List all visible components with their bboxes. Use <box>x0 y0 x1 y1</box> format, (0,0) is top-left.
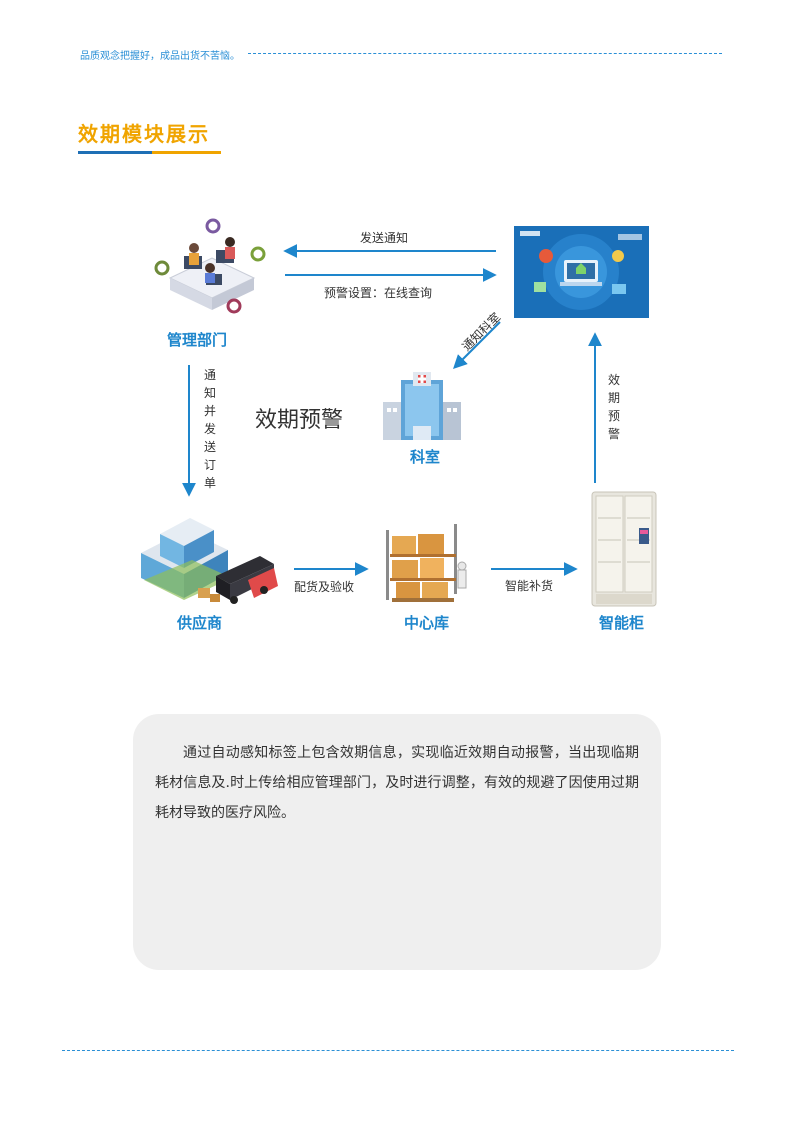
node-label-department: 科室 <box>410 448 441 466</box>
footer-divider <box>62 1050 734 1051</box>
header-divider <box>248 53 722 54</box>
center-label-expiry-warning: 效期预警 <box>255 408 344 433</box>
arrow-notify-department <box>453 321 501 369</box>
title-underline-orange <box>152 151 221 154</box>
node-label-supplier: 供应商 <box>177 614 223 632</box>
edge-label-expiry-warning: 效期预警 <box>607 373 620 441</box>
edge-label-notify-and-order: 通知并发送订单 <box>203 368 216 490</box>
smart-cabinet-illustration <box>591 491 657 607</box>
section-title: 效期模块展示 <box>78 122 210 146</box>
description-text: 通过自动感知标签上包含效期信息，实现临近效期自动报警，当出现临期耗材信息及.时上… <box>155 745 639 821</box>
node-label-management: 管理部门 <box>167 331 228 349</box>
edge-label-smart-restock: 智能补货 <box>505 579 554 593</box>
department-building-illustration <box>383 372 461 440</box>
edge-label-warning-setup: 预警设置：在线查询 <box>324 286 433 300</box>
description-box <box>133 714 661 970</box>
edge-label-distribution: 配货及验收 <box>294 580 355 594</box>
management-office-illustration <box>154 218 266 314</box>
title-underline-blue <box>78 151 152 154</box>
node-label-cabinet: 智能柜 <box>599 614 645 632</box>
warehouse-boxes-illustration <box>386 524 467 602</box>
edge-label-send-notice: 发送通知 <box>360 231 409 245</box>
node-label-warehouse: 中心库 <box>404 614 450 632</box>
system-dashboard-illustration <box>514 226 649 318</box>
header-tagline: 品质观念把握好，成品出货不苦恼。 <box>80 51 240 62</box>
supplier-building-truck-illustration <box>141 518 278 604</box>
